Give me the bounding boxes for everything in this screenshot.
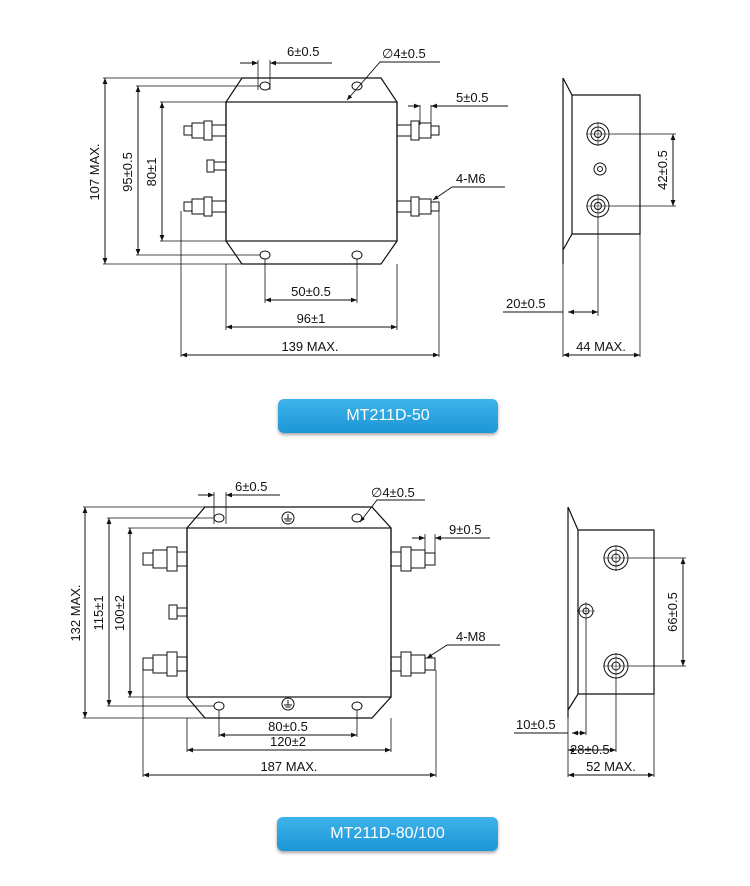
model1-ground-stud [206,159,227,173]
model1-terminal [396,196,440,217]
model1-terminal [396,120,440,141]
model2-name-badge: MT211D-80/100 [277,817,498,851]
model1-width-max-label: 139 MAX. [281,339,338,354]
model2-terminal [390,651,436,677]
model1-mount-hole [259,81,271,91]
model2-ground-symbol [281,697,295,711]
model2-hole-spacing-label: 80±0.5 [268,719,308,734]
model1-terminal-protrusion-label: 5±0.5 [456,90,488,105]
model1-body-width-label: 96±1 [297,311,326,326]
model2-terminal-thread-label: 4-M8 [456,629,486,644]
model1-mount-height-label: 95±0.5 [120,152,135,192]
model2-terminal-spacing-label: 66±0.5 [665,592,680,632]
model1-mount-spacing-label: 6±0.5 [287,44,319,59]
model1-body-height-label: 80±1 [144,158,159,187]
model2-body [186,527,392,698]
model2-terminal-offset-b-label: 28±0.5 [570,742,610,757]
model2-terminal [390,546,436,572]
model1-mount-hole [351,250,363,260]
model1-front-view [102,60,508,358]
model2-ground-stud [168,604,188,620]
model2-terminal-offset-a-label: 10±0.5 [516,717,556,732]
model2-hole-dia-label: ∅4±0.5 [371,485,415,500]
model1-depth-max-label: 44 MAX. [576,339,626,354]
model2-mount-flange [186,506,392,719]
model2-body-height-label: 100±2 [112,595,127,631]
model1-hole-dia-label: ∅4±0.5 [382,46,426,61]
model2-mount-hole [351,701,363,711]
model1-terminal [183,120,227,141]
model1-mount-hole [259,250,271,260]
model2-front-view [82,492,500,778]
model1-side-ground [593,162,607,176]
model2-terminal [142,546,188,572]
model2-depth-max-label: 52 MAX. [586,759,636,774]
model2-ground-symbol [281,511,295,525]
model1-mount-flange [225,77,398,265]
model1-terminal-thread-label: 4-M6 [456,171,486,186]
model2-terminal-protrusion-label: 9±0.5 [449,522,481,537]
model1-hole-spacing-label: 50±0.5 [291,284,331,299]
model2-mount-height-label: 115±1 [91,595,106,630]
model1-side-view [503,77,676,358]
model2-terminal [142,651,188,677]
model1-height-max-label: 107 MAX. [87,143,102,200]
model1-name-badge: MT211D-50 [278,399,498,433]
model1-terminal-spacing-label: 42±0.5 [655,150,670,190]
model2-body-width-label: 120±2 [270,734,306,749]
model1-side-body [562,77,641,264]
model2-mount-hole [213,513,225,523]
model1-body [225,101,398,242]
model1-terminal-offset-label: 20±0.5 [506,296,546,311]
model1-terminal [183,196,227,217]
model2-side-view [514,506,686,778]
model2-height-max-label: 132 MAX. [68,584,83,641]
model2-mount-hole [213,701,225,711]
model1-mount-hole [351,81,363,91]
model2-mount-spacing-label: 6±0.5 [235,479,267,494]
model2-side-body [567,506,655,718]
model2-width-max-label: 187 MAX. [260,759,317,774]
